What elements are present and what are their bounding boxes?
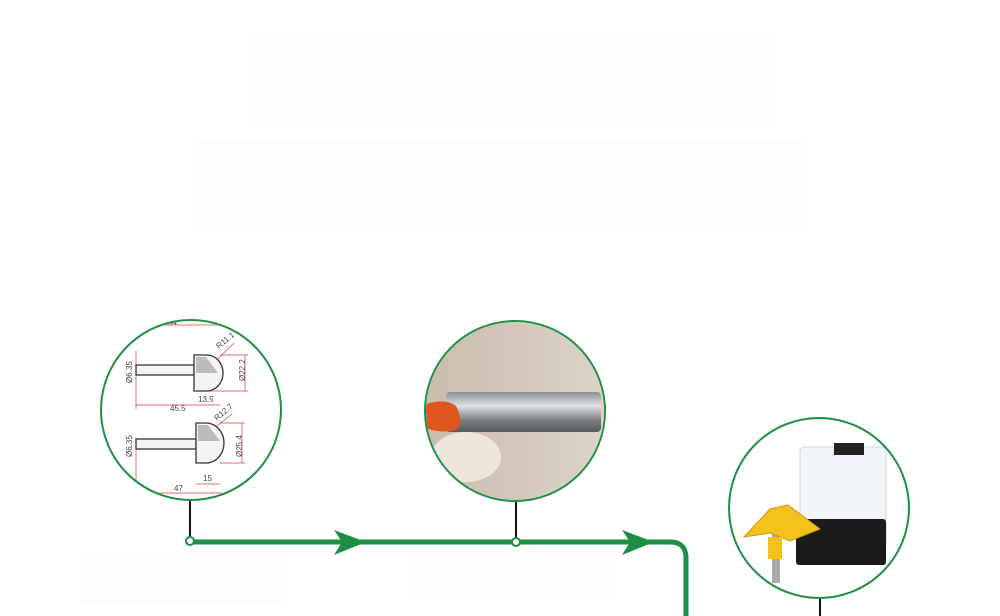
dimension-drawing: 44 R11.1 Ø22.2 Ø6.35 13.5 45.5 R12.7 Ø25… xyxy=(125,321,248,497)
dim-label: R11.1 xyxy=(215,330,237,351)
faded-label-left xyxy=(80,552,282,604)
shank-photo-circle xyxy=(424,320,606,502)
shank-photo xyxy=(426,322,604,500)
product-box-circle xyxy=(728,417,910,599)
green-flow-line xyxy=(190,539,689,616)
dim-label: 44 xyxy=(168,321,177,327)
dim-label: 45.5 xyxy=(170,404,186,413)
arrow-icon xyxy=(334,530,366,555)
dim-label: 15 xyxy=(203,474,212,483)
router-bit-box-photo xyxy=(742,443,887,583)
faded-banner-top xyxy=(248,33,771,128)
dim-label: Ø6.35 xyxy=(125,435,134,457)
faded-banner-middle xyxy=(198,140,802,232)
dim-label: Ø6.35 xyxy=(125,361,134,383)
dim-label: Ø25.4 xyxy=(235,435,244,457)
arrow-icon xyxy=(622,530,654,555)
dim-label: 47 xyxy=(174,484,183,493)
dim-label: 13.5 xyxy=(198,395,214,404)
node-dot xyxy=(511,537,521,547)
dim-label: Ø22.2 xyxy=(238,359,247,381)
technical-drawing-circle: 44 R11.1 Ø22.2 Ø6.35 13.5 45.5 R12.7 Ø25… xyxy=(100,319,282,501)
node-dot xyxy=(185,536,195,546)
faded-label-middle xyxy=(412,548,610,600)
